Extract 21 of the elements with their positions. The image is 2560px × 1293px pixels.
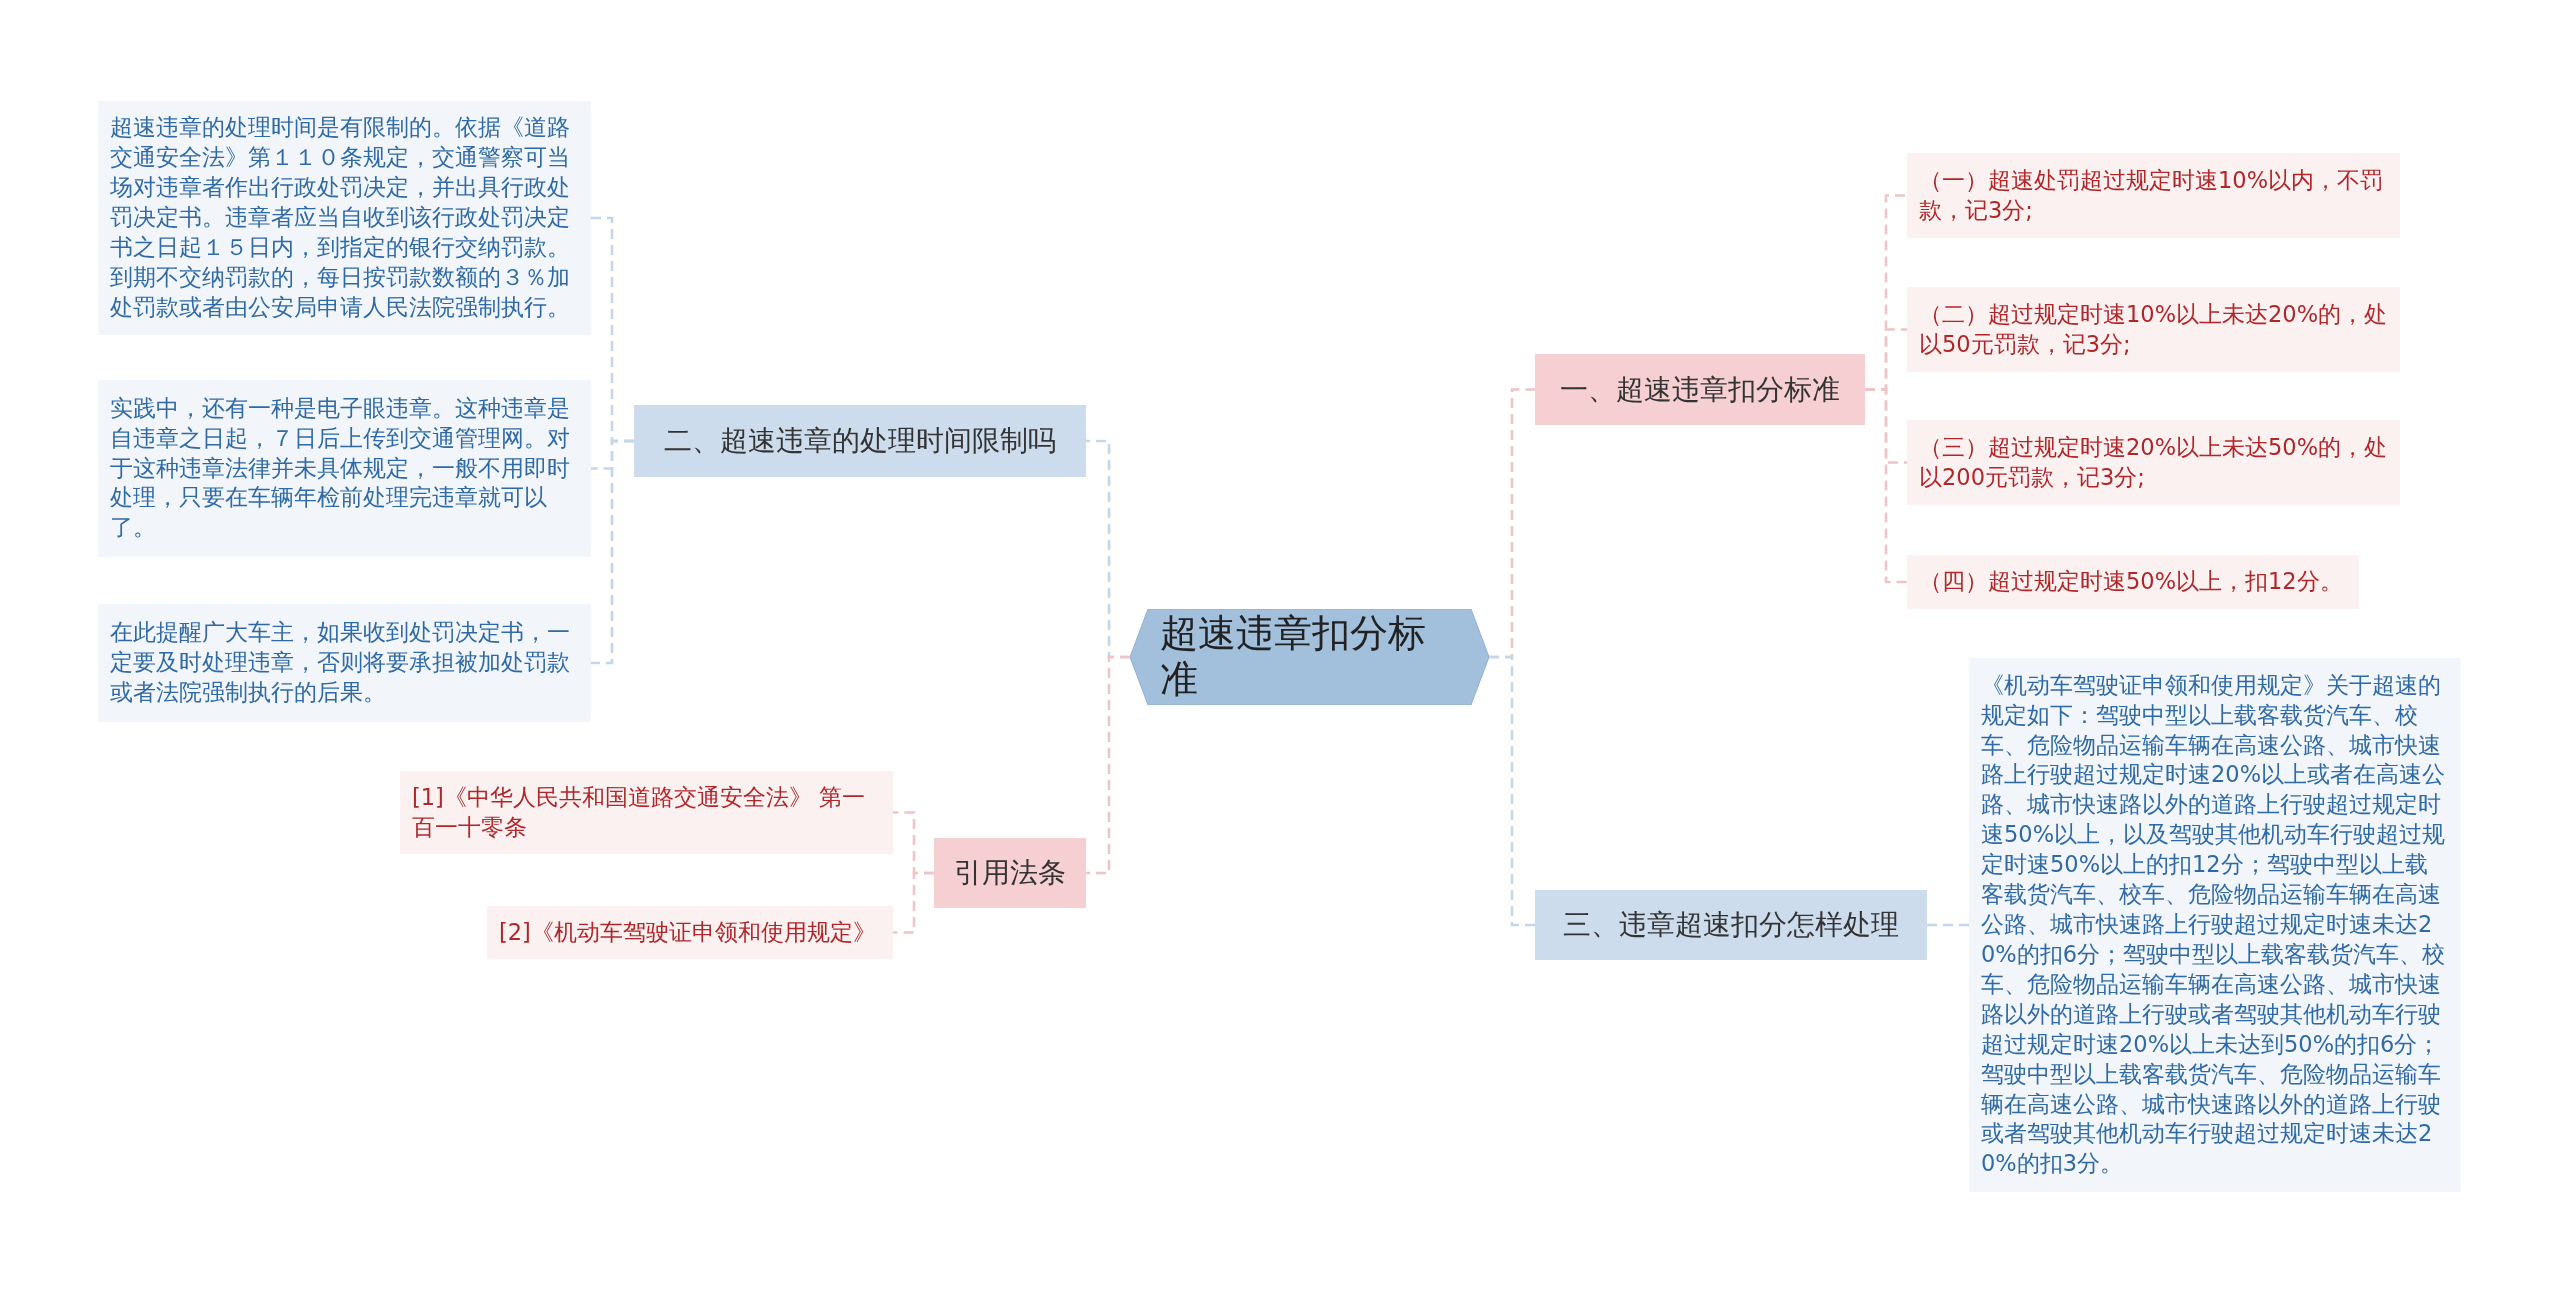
note-box: （四）超过规定时速50%以上，扣12分。 xyxy=(1907,555,2359,609)
connector-line xyxy=(893,871,934,934)
connector-line xyxy=(591,439,634,665)
topic-box: 二、超速违章的处理时间限制吗 xyxy=(634,405,1086,477)
note-box: 超速违章的处理时间是有限制的。依据《道路交通安全法》第１１０条规定，交通警察可当场对违章者作出行政处罚决定，并出具行政处罚决定书。违章者应当自收到该行政处罚决定书之日起１５日内，到指定的银行交纳罚款。到期不交纳罚款的，每日按罚款数额的３％加处罚款或者由公安局申请人民法院强制执行。 xyxy=(98,101,591,335)
connector-line xyxy=(1086,655,1130,875)
note-box: [1]《中华人民共和国道路交通安全法》 第一百一十零条 xyxy=(400,771,893,854)
note-box: 《机动车驾驶证申领和使用规定》关于超速的规定如下：驾驶中型以上载客载货汽车、校车、危险物品运输车辆在高速公路、城市快速路上行驶超过规定时速20%以上或者在高速公路、城市快速路以外的道路上行驶超过规定时速50%以上，以及驾驶其他机动车行驶超过规定时速50%以上的扣12分；驾驶中型以上载客载货汽车、校车、危险物品运输车辆在高速公路、城市快速路上行驶超过规定时速未达20%的扣6分；驾驶中型以上载客载货汽车、校车、危险物品运输车辆在高速公路、城市快速路以外的道路上行驶或者驾驶其他机动车行驶超过规定时速20%以上未达到50%的扣6分；驾驶中型以上载客载货汽车、危险物品运输车辆在高速公路、城市快速路以外的道路上行驶或者驾驶其他机动车行驶超过规定时速未达20%的扣3分。 xyxy=(1969,658,2461,1192)
connector-line xyxy=(1489,655,1535,927)
note-box: （三）超过规定时速20%以上未达50%的，处以200元罚款，记3分; xyxy=(1907,420,2400,505)
topic-box: 一、超速违章扣分标准 xyxy=(1535,354,1865,425)
topic-box: 引用法条 xyxy=(934,838,1086,908)
root-hexagon: 超速违章扣分标准 xyxy=(1130,609,1489,705)
connector-line xyxy=(1927,923,1969,927)
note-box: （一）超速处罚超过规定时速10%以内，不罚款，记3分; xyxy=(1907,153,2400,238)
connector-line xyxy=(1865,388,1907,584)
note-box: 在此提醒广大车主，如果收到处罚决定书，一定要及时处理违章，否则将要承担被加处罚款或者法院强制执行的后果。 xyxy=(98,604,591,722)
note-box: （二）超过规定时速10%以上未达20%的，处以50元罚款，记3分; xyxy=(1907,287,2400,372)
topic-box: 三、违章超速扣分怎样处理 xyxy=(1535,890,1927,960)
note-box: 实践中，还有一种是电子眼违章。这种违章是自违章之日起，７日后上传到交通管理网。对于这种违章法律并未具体规定，一般不用即时处理，只要在车辆年检前处理完违章就可以了。 xyxy=(98,380,591,557)
note-box: [2]《机动车驾驶证申领和使用规定》 xyxy=(487,906,893,959)
